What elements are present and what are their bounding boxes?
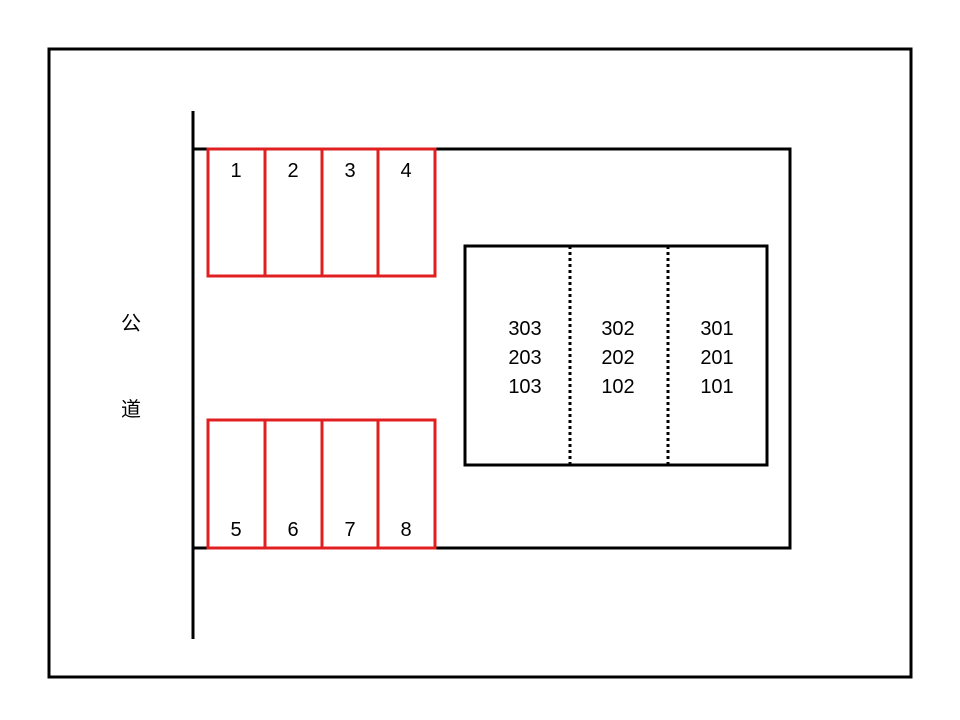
room-label: 202	[601, 347, 634, 369]
parking-row-top: 1 2 3 4	[206, 147, 437, 278]
parking-number: 5	[230, 519, 241, 541]
room-label: 103	[508, 376, 541, 398]
parking-space	[320, 418, 380, 550]
parking-space	[376, 418, 437, 550]
parking-number: 2	[287, 160, 298, 182]
room-label: 102	[601, 376, 634, 398]
unit-column-1: 303 203 103	[508, 318, 541, 398]
parking-number: 8	[400, 519, 411, 541]
parking-number: 1	[230, 160, 241, 182]
unit-column-3: 301 201 101	[700, 318, 733, 398]
room-label: 101	[700, 376, 733, 398]
building-outline	[463, 244, 769, 467]
parking-number: 4	[400, 160, 411, 182]
road-label-top: 公	[121, 311, 141, 335]
room-label: 301	[700, 318, 733, 340]
parking-space	[376, 147, 437, 278]
room-label: 303	[508, 318, 541, 340]
room-label: 203	[508, 347, 541, 369]
parking-number: 3	[344, 160, 355, 182]
lot-boundary	[193, 147, 792, 550]
room-label: 201	[700, 347, 733, 369]
road-label-bottom: 道	[121, 397, 141, 421]
parking-row-bottom: 5 6 7 8	[206, 418, 437, 550]
outer-frame	[47, 47, 913, 679]
unit-column-2: 302 202 102	[601, 318, 634, 398]
parking-space	[206, 147, 267, 278]
room-label: 302	[601, 318, 634, 340]
parking-number: 7	[344, 519, 355, 541]
parking-number: 6	[287, 519, 298, 541]
